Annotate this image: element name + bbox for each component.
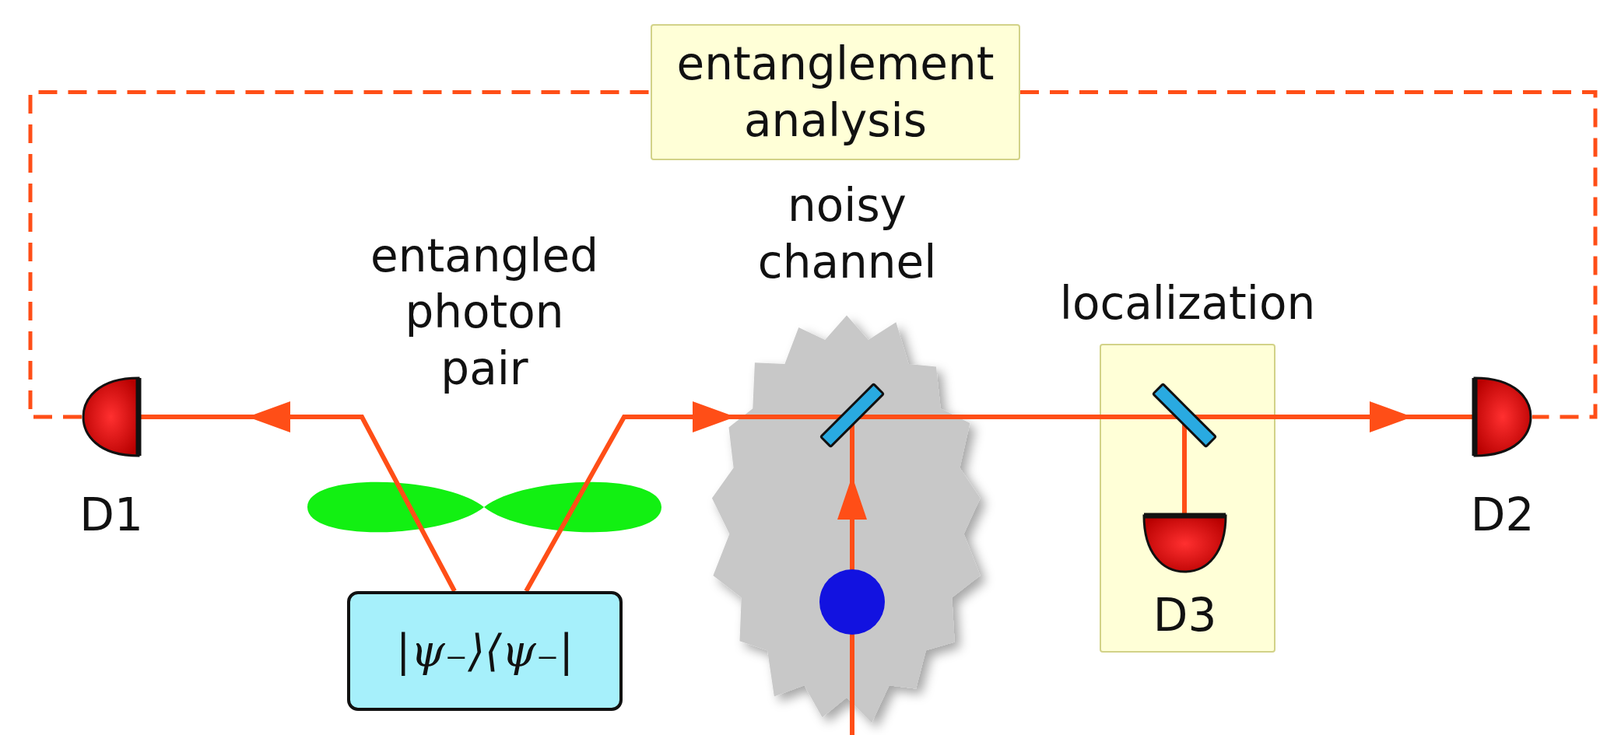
detector: D2 — [1472, 376, 1533, 458]
photon-line — [989, 414, 1100, 420]
node-label: entangled photon pair — [370, 228, 599, 398]
detector-body — [83, 378, 139, 457]
noisy-channel: noisy channel — [704, 301, 990, 735]
localization-box: localizationD3 — [1099, 343, 1276, 653]
noise-particle — [819, 569, 885, 636]
arrow-head — [837, 476, 867, 520]
arrow-head — [247, 401, 291, 433]
photon-path — [526, 401, 736, 592]
dashed-link — [30, 92, 651, 418]
detector-icon — [1142, 513, 1228, 574]
node-label: entanglement analysis — [677, 35, 995, 149]
detector-icon — [81, 376, 141, 458]
arrow-head — [1369, 401, 1413, 433]
photon-path — [140, 401, 455, 592]
photon-path — [989, 417, 1100, 418]
dashed-line — [1020, 92, 1596, 418]
cloud-shape — [704, 301, 990, 735]
photon-path — [1275, 401, 1473, 433]
node-label: localization — [1059, 275, 1316, 333]
node-label: D2 — [1470, 487, 1535, 544]
dashed-line — [30, 92, 651, 418]
photon-line — [140, 417, 455, 592]
node-label: |ψ₋⟩⟨ψ₋| — [396, 624, 574, 679]
beam-splitter — [1153, 384, 1217, 448]
localization-optics — [1099, 384, 1276, 516]
detector: D3 — [1142, 513, 1228, 574]
lobes-shape — [305, 474, 664, 541]
photon-pair-lobes: entangled photon pair — [305, 474, 664, 541]
node-label: D1 — [79, 487, 144, 544]
dashed-link — [1020, 92, 1596, 418]
detector-body — [1143, 515, 1226, 572]
detector-body — [1474, 378, 1531, 457]
source-box: |ψ₋⟩⟨ψ₋| — [347, 591, 623, 712]
detector: D1 — [81, 376, 141, 458]
channel-optics — [704, 384, 990, 735]
photon-line — [526, 417, 736, 592]
arrow-head — [692, 401, 736, 433]
detector-window — [1472, 378, 1478, 457]
detector-window — [136, 378, 142, 457]
analysis-box: entanglement analysis — [650, 24, 1021, 161]
photon-beam — [1182, 417, 1187, 516]
cloud-outline — [712, 315, 981, 724]
detector-icon — [1472, 376, 1533, 458]
detector-window — [1143, 513, 1226, 520]
beam-splitter — [821, 384, 885, 448]
node-label: noisy channel — [757, 177, 937, 291]
lobes-outline — [307, 482, 662, 534]
node-label: D3 — [1153, 587, 1218, 645]
